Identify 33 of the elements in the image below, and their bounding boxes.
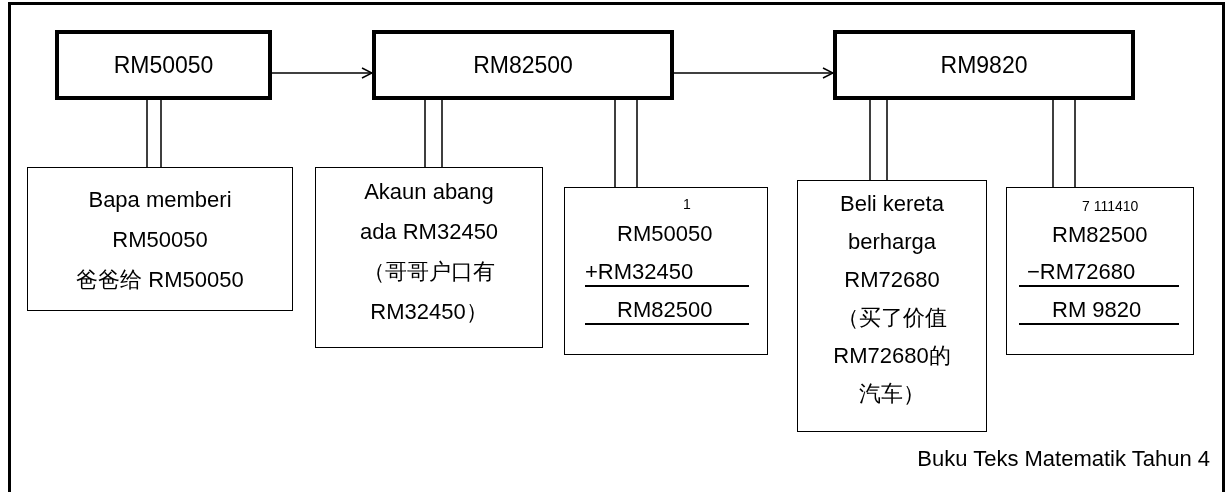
amount-box [833, 30, 1135, 100]
translation-text: （买了价值RM72680的汽车） [833, 304, 951, 408]
amount-text: RM82500 [473, 51, 573, 79]
arrow [271, 67, 373, 79]
calculation-box [564, 187, 768, 355]
double-line [146, 99, 162, 168]
double-line [869, 99, 888, 181]
source-note: Buku Teks Matematik Tahun 4 [917, 446, 1210, 472]
double-line [424, 99, 443, 168]
double-line [614, 99, 638, 188]
note-text: Bapa memberi RM50050 [87, 186, 233, 254]
calculation-box [1006, 187, 1194, 355]
calculation-line: RM50050 [617, 221, 713, 247]
calculation-line: +RM32450 [585, 259, 749, 287]
translation-text: 爸爸给 RM50050 [75, 266, 245, 294]
amount-text: RM50050 [113, 51, 214, 79]
amount-text: RM9820 [940, 51, 1028, 79]
note-text: Beli kereta berharga RM72680 [839, 190, 945, 294]
note-text: Akaun abang ada RM32450 [358, 178, 500, 246]
note-box [797, 180, 987, 432]
calculation-line: −RM72680 [1019, 259, 1179, 287]
calculation-line: RM82500 [585, 297, 749, 325]
calculation-line: RM 9820 [1019, 297, 1179, 325]
carry-digits: 1 [683, 196, 691, 212]
note-box [315, 167, 543, 348]
note-box [27, 167, 293, 311]
amount-box [372, 30, 674, 100]
amount-box [55, 30, 272, 100]
translation-text: （哥哥户口有RM32450） [362, 258, 496, 326]
carry-digits: 7 111410 [1082, 198, 1139, 214]
arrow [673, 67, 834, 79]
double-line [1052, 99, 1076, 188]
calculation-line: RM82500 [1052, 222, 1148, 248]
